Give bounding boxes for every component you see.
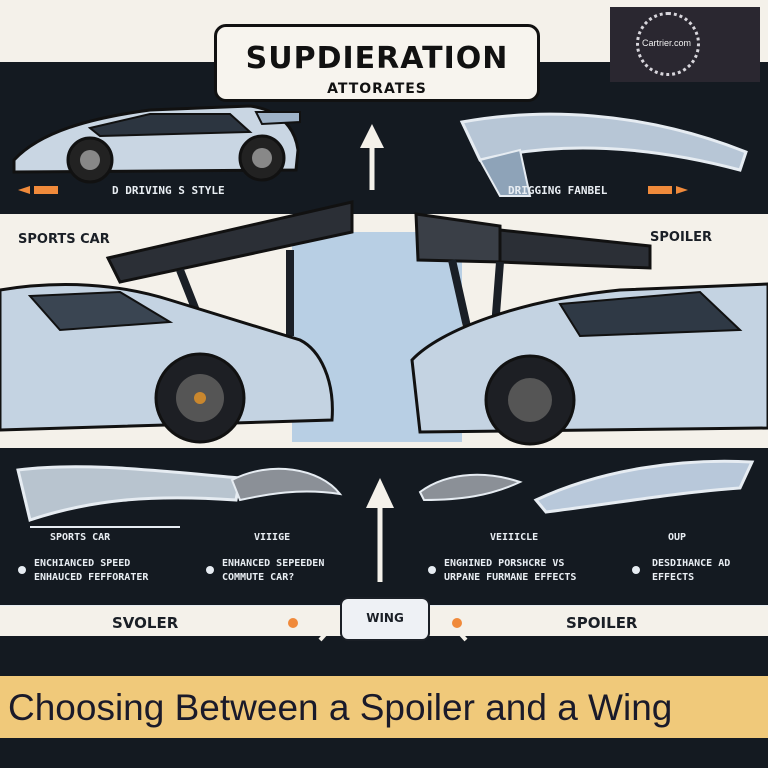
lower-col3-label: VEIIICLE: [490, 532, 539, 543]
bullet-icon: [632, 566, 640, 574]
lower-col1-text-1: ENCHIANCED SPEED: [34, 558, 131, 569]
top-center-arrow: [360, 124, 384, 190]
mid-right-label: SPOILER: [650, 230, 712, 245]
caption-bar: [0, 676, 768, 738]
left-sports-car-illustration: [0, 200, 354, 444]
wing-badge-label: WING: [366, 611, 404, 625]
lower-col4-text-2: EFFECTS: [652, 572, 695, 583]
lower-col4-text-1: DESDIHANCE AD: [652, 558, 731, 569]
brand-logo: Cartrier.com: [610, 7, 760, 82]
lower-col2-text-1: ENHANCED SEPEEDEN: [222, 558, 325, 569]
orange-dot-icon: [288, 618, 298, 628]
logo-text: Cartrier.com: [642, 38, 692, 48]
top-left-car-illustration: [12, 104, 301, 184]
bottom-dark-band: [0, 636, 768, 676]
lower-spoiler-2: [533, 459, 755, 514]
bottom-right-label: SPOILER: [566, 614, 638, 632]
caption-text: Choosing Between a Spoiler and a Wing: [8, 687, 673, 728]
bottom-left-label: SVOLER: [112, 614, 179, 632]
lower-col1-label: SPORTS CAR: [50, 532, 111, 543]
bullet-icon: [206, 566, 214, 574]
lower-col3-text-2: URPANE FURMANE EFFECTS: [444, 572, 577, 583]
lower-col4-label: OUP: [668, 532, 687, 543]
mid-left-label: SPORTS CAR: [18, 232, 110, 247]
lower-col1-text-2: ENHAUCED FEFFORATER: [34, 572, 149, 583]
lower-center-arrow: [366, 478, 394, 582]
top-right-spoiler-illustration: [459, 112, 748, 197]
subtitle-text: ATTORATES: [327, 81, 427, 97]
lower-feather-2: [418, 473, 523, 502]
top-left-label: D DRIVING S STYLE: [112, 184, 225, 197]
lower-col1-pill: [30, 526, 180, 550]
lower-col2-label: VIIIGE: [254, 532, 291, 543]
bullet-icon: [428, 566, 436, 574]
bottom-strip: [0, 738, 768, 768]
title-text: SUPDIERATION: [245, 41, 509, 76]
title-box: SUPDIERATION ATTORATES: [214, 24, 540, 102]
lower-col3-text-1: ENGHINED PORSHCRE VS: [444, 558, 565, 569]
right-spoiler-car-illustration: [410, 212, 768, 446]
lower-col2-text-2: COMMUTE CAR?: [222, 572, 295, 583]
lower-feather-1: [230, 467, 343, 502]
lower-wing-1: [16, 465, 242, 522]
orange-dot-icon: [452, 618, 462, 628]
logo-seal-icon: [636, 12, 700, 76]
top-right-label: DRIGGING FANBEL: [508, 184, 608, 197]
wing-badge: WING: [340, 597, 430, 641]
bullet-icon: [18, 566, 26, 574]
